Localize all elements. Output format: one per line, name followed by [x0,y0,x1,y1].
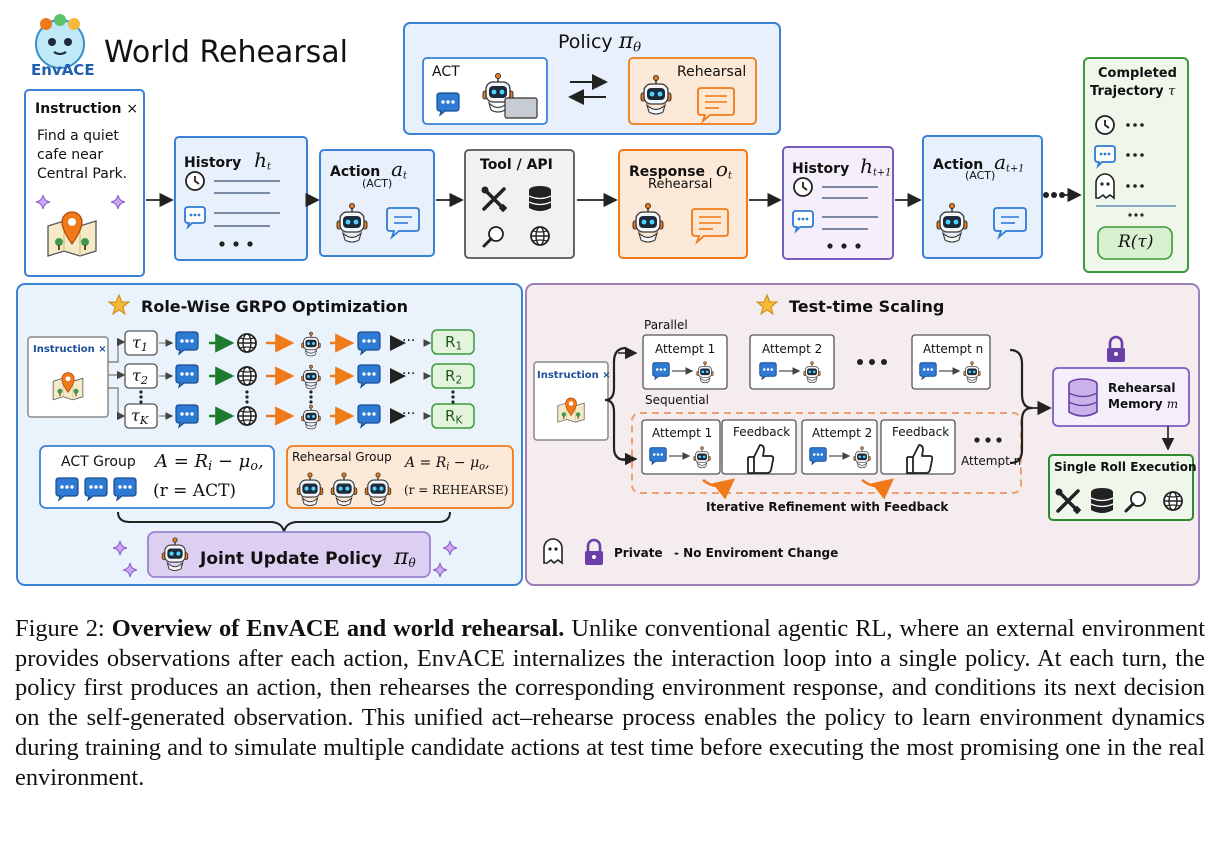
single-roll-label: Single Roll Execution [1054,460,1197,474]
reward-label: R(τ) [1118,232,1154,252]
sequential-attempt-1: Attempt 1 [652,426,713,440]
trajectory-title: Trajectory τ [1090,84,1176,99]
envace-diagram: EnvACE World Rehearsal Policy πθ ACT Reh… [16,14,1200,586]
sequential-attempt-n: Attempt n [961,454,1022,468]
policy-act-label: ACT [432,64,460,80]
tau-k: τK [131,406,149,427]
grpo-instruction-label: Instruction × [33,344,107,355]
action-title-2: Action at+1 [933,150,1025,175]
action-title-1: Action at [330,157,407,182]
database-icon [528,185,552,212]
logo-text: EnvACE [31,61,95,79]
response-title: Response ot [629,157,732,182]
tau-1: τ1 [132,333,148,354]
instruction-text: Find a quiet cafe near Central Park. [37,128,128,182]
parallel-label: Parallel [644,318,688,332]
instruction-title: Instruction × [35,101,139,117]
reward-2: R2 [445,367,463,387]
memory-label-2: Memory m [1108,397,1179,411]
diagram-graphics [16,14,1200,586]
policy-title: Policy πθ [558,29,642,56]
act-group-r: (r = ACT) [153,481,237,501]
act-group-label: ACT Group [61,454,136,470]
caption-bold: Overview of EnvACE and world rehearsal. [111,615,565,642]
parallel-attempt-1: Attempt 1 [655,342,716,356]
sequential-feedback-1: Feedback [733,425,791,439]
refine-label: Iterative Refinement with Feedback [706,500,949,514]
reward-k: RK [445,407,463,427]
grpo-panel [16,283,523,586]
joint-update-box [147,531,431,578]
sequential-feedback-2: Feedback [892,425,950,439]
database-icon [1090,487,1114,514]
laptop-icon [504,97,538,119]
figure-caption: Figure 2: Overview of EnvACE and world r… [15,614,1205,792]
sequential-attempt-2: Attempt 2 [812,426,873,440]
reward-box [1097,226,1173,260]
memory-label-1: Rehearsal [1108,381,1176,395]
caption-prefix: Figure 2: [15,615,112,642]
memory-database-icon [1068,378,1098,417]
rehearsal-group-label: Rehearsal Group [292,450,392,464]
tau-2: τ2 [132,366,148,387]
globe-icon [530,226,550,246]
parallel-attempt-n: Attempt n [923,342,984,356]
tts-title: Test-time Scaling [789,297,945,316]
action-tag-1: (ACT) [362,177,393,190]
joint-update-label: Joint Update Policy πθ [200,545,416,570]
caption-text: Unlike conventional agentic RL, where an… [15,615,1205,791]
tool-title: Tool / API [480,157,553,173]
response-tag: Rehearsal [648,177,713,192]
act-group-formula: A = Ri − μo, [155,451,264,474]
reward-1: R1 [445,333,463,353]
clock-icon [793,177,813,197]
history-title-1: History ht [184,148,271,173]
grpo-title: Role-Wise GRPO Optimization [141,297,408,316]
completed-trajectory-box [1083,57,1189,273]
policy-rehearsal-label: Rehearsal [677,64,747,80]
history-box-2 [782,146,894,260]
parallel-attempt-2: Attempt 2 [762,342,823,356]
history-title-2: History ht+1 [792,154,892,179]
single-roll-execution-box [1048,454,1194,521]
tts-instruction-label: Instruction × [537,370,611,381]
rehearsal-group-formula: A = Ri − μo, [405,455,490,473]
action-tag-2: (ACT) [965,169,996,182]
sequential-label: Sequential [645,393,709,407]
completed-title: Completed [1098,66,1177,81]
rehearsal-group-r: (r = REHEARSE) [404,483,509,497]
envace-logo [35,14,85,69]
globe-icon [1163,491,1183,511]
no-change-label: - No Enviroment Change [674,546,839,560]
private-label: Private [614,546,663,560]
ghost-icon [543,538,563,564]
clock-icon [1095,115,1115,135]
page-title: World Rehearsal [104,35,348,70]
clock-icon [185,171,205,191]
ghost-robot-icon [1095,173,1115,199]
